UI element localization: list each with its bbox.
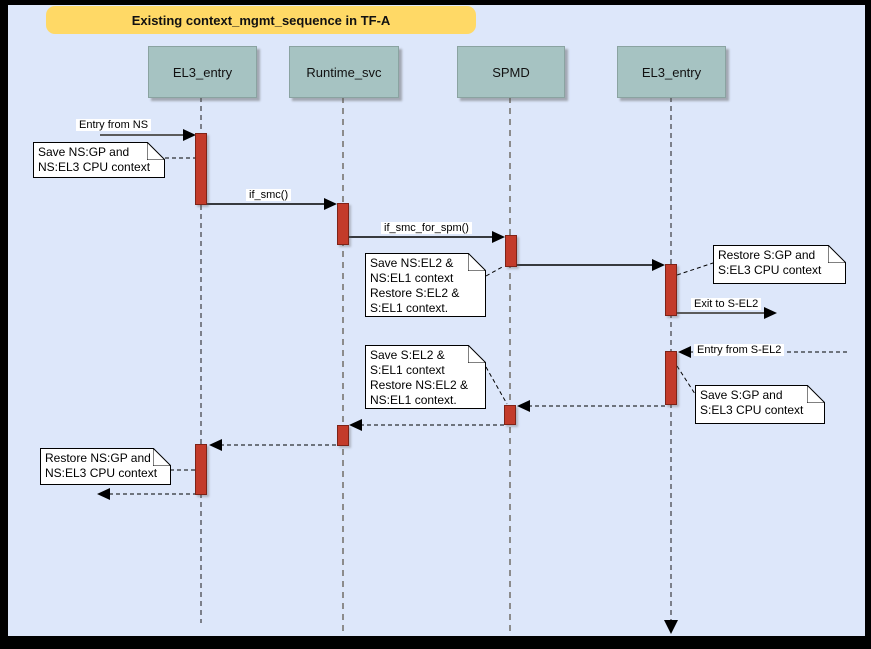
activation-runtime-svc-a xyxy=(337,203,349,245)
note-text: Restore S:GP and S:EL3 CPU context xyxy=(718,248,822,277)
activation-el3-entry-1-b xyxy=(195,444,207,495)
lifeline-label: EL3_entry xyxy=(172,64,233,80)
note-text: Save S:EL2 & S:EL1 context Restore NS:EL… xyxy=(370,348,469,407)
msg-label-entry-from-ns: Entry from NS xyxy=(76,119,152,131)
msg-label-exit-to-s-el2: Exit to S-EL2 xyxy=(691,298,762,310)
note-fold-icon xyxy=(468,253,486,271)
activation-el3-entry-2-b xyxy=(665,351,677,405)
note-save-s-context: Save S:GP and S:EL3 CPU context xyxy=(695,385,825,424)
note-save-ns-el2-restore-s: Save NS:EL2 & NS:EL1 context Restore S:E… xyxy=(365,253,486,317)
lifeline-header-spmd: SPMD xyxy=(457,46,565,98)
note-text: Save NS:EL2 & NS:EL1 context Restore S:E… xyxy=(370,256,460,315)
activation-runtime-svc-b xyxy=(337,425,349,446)
note-save-s-el2-restore-ns: Save S:EL2 & S:EL1 context Restore NS:EL… xyxy=(365,345,486,409)
activation-el3-entry-2-a xyxy=(665,264,677,316)
lifeline-label: Runtime_svc xyxy=(306,64,382,80)
msg-label-if-smc-for-spm: if_smc_for_spm() xyxy=(381,222,472,234)
note-restore-s-context: Restore S:GP and S:EL3 CPU context xyxy=(713,245,846,284)
note-text: Restore NS:GP and NS:EL3 CPU context xyxy=(45,451,158,480)
activation-spmd-b xyxy=(504,405,516,425)
lifeline-header-el3-entry-2: EL3_entry xyxy=(617,46,726,98)
diagram-canvas xyxy=(8,5,865,636)
note-fold-icon xyxy=(807,385,825,403)
diagram-title: Existing context_mgmt_sequence in TF-A xyxy=(46,6,476,34)
msg-label-entry-from-s-el2: Entry from S-EL2 xyxy=(694,344,785,356)
activation-spmd-a xyxy=(505,235,517,267)
lifeline-label: EL3_entry xyxy=(641,64,702,80)
note-fold-icon xyxy=(153,448,171,466)
lifeline-label: SPMD xyxy=(492,64,530,80)
note-fold-icon xyxy=(147,142,165,160)
diagram-title-text: Existing context_mgmt_sequence in TF-A xyxy=(131,12,391,28)
note-restore-ns-context: Restore NS:GP and NS:EL3 CPU context xyxy=(40,448,171,485)
note-fold-icon xyxy=(468,345,486,363)
note-fold-icon xyxy=(828,245,846,263)
activation-el3-entry-1-a xyxy=(195,133,207,205)
lifeline-header-runtime-svc: Runtime_svc xyxy=(289,46,399,98)
lifeline-header-el3-entry-1: EL3_entry xyxy=(148,46,257,98)
note-save-ns-context: Save NS:GP and NS:EL3 CPU context xyxy=(33,142,165,178)
msg-label-if-smc: if_smc() xyxy=(246,189,292,201)
note-text: Save S:GP and S:EL3 CPU context xyxy=(700,388,804,417)
note-text: Save NS:GP and NS:EL3 CPU context xyxy=(38,145,151,174)
